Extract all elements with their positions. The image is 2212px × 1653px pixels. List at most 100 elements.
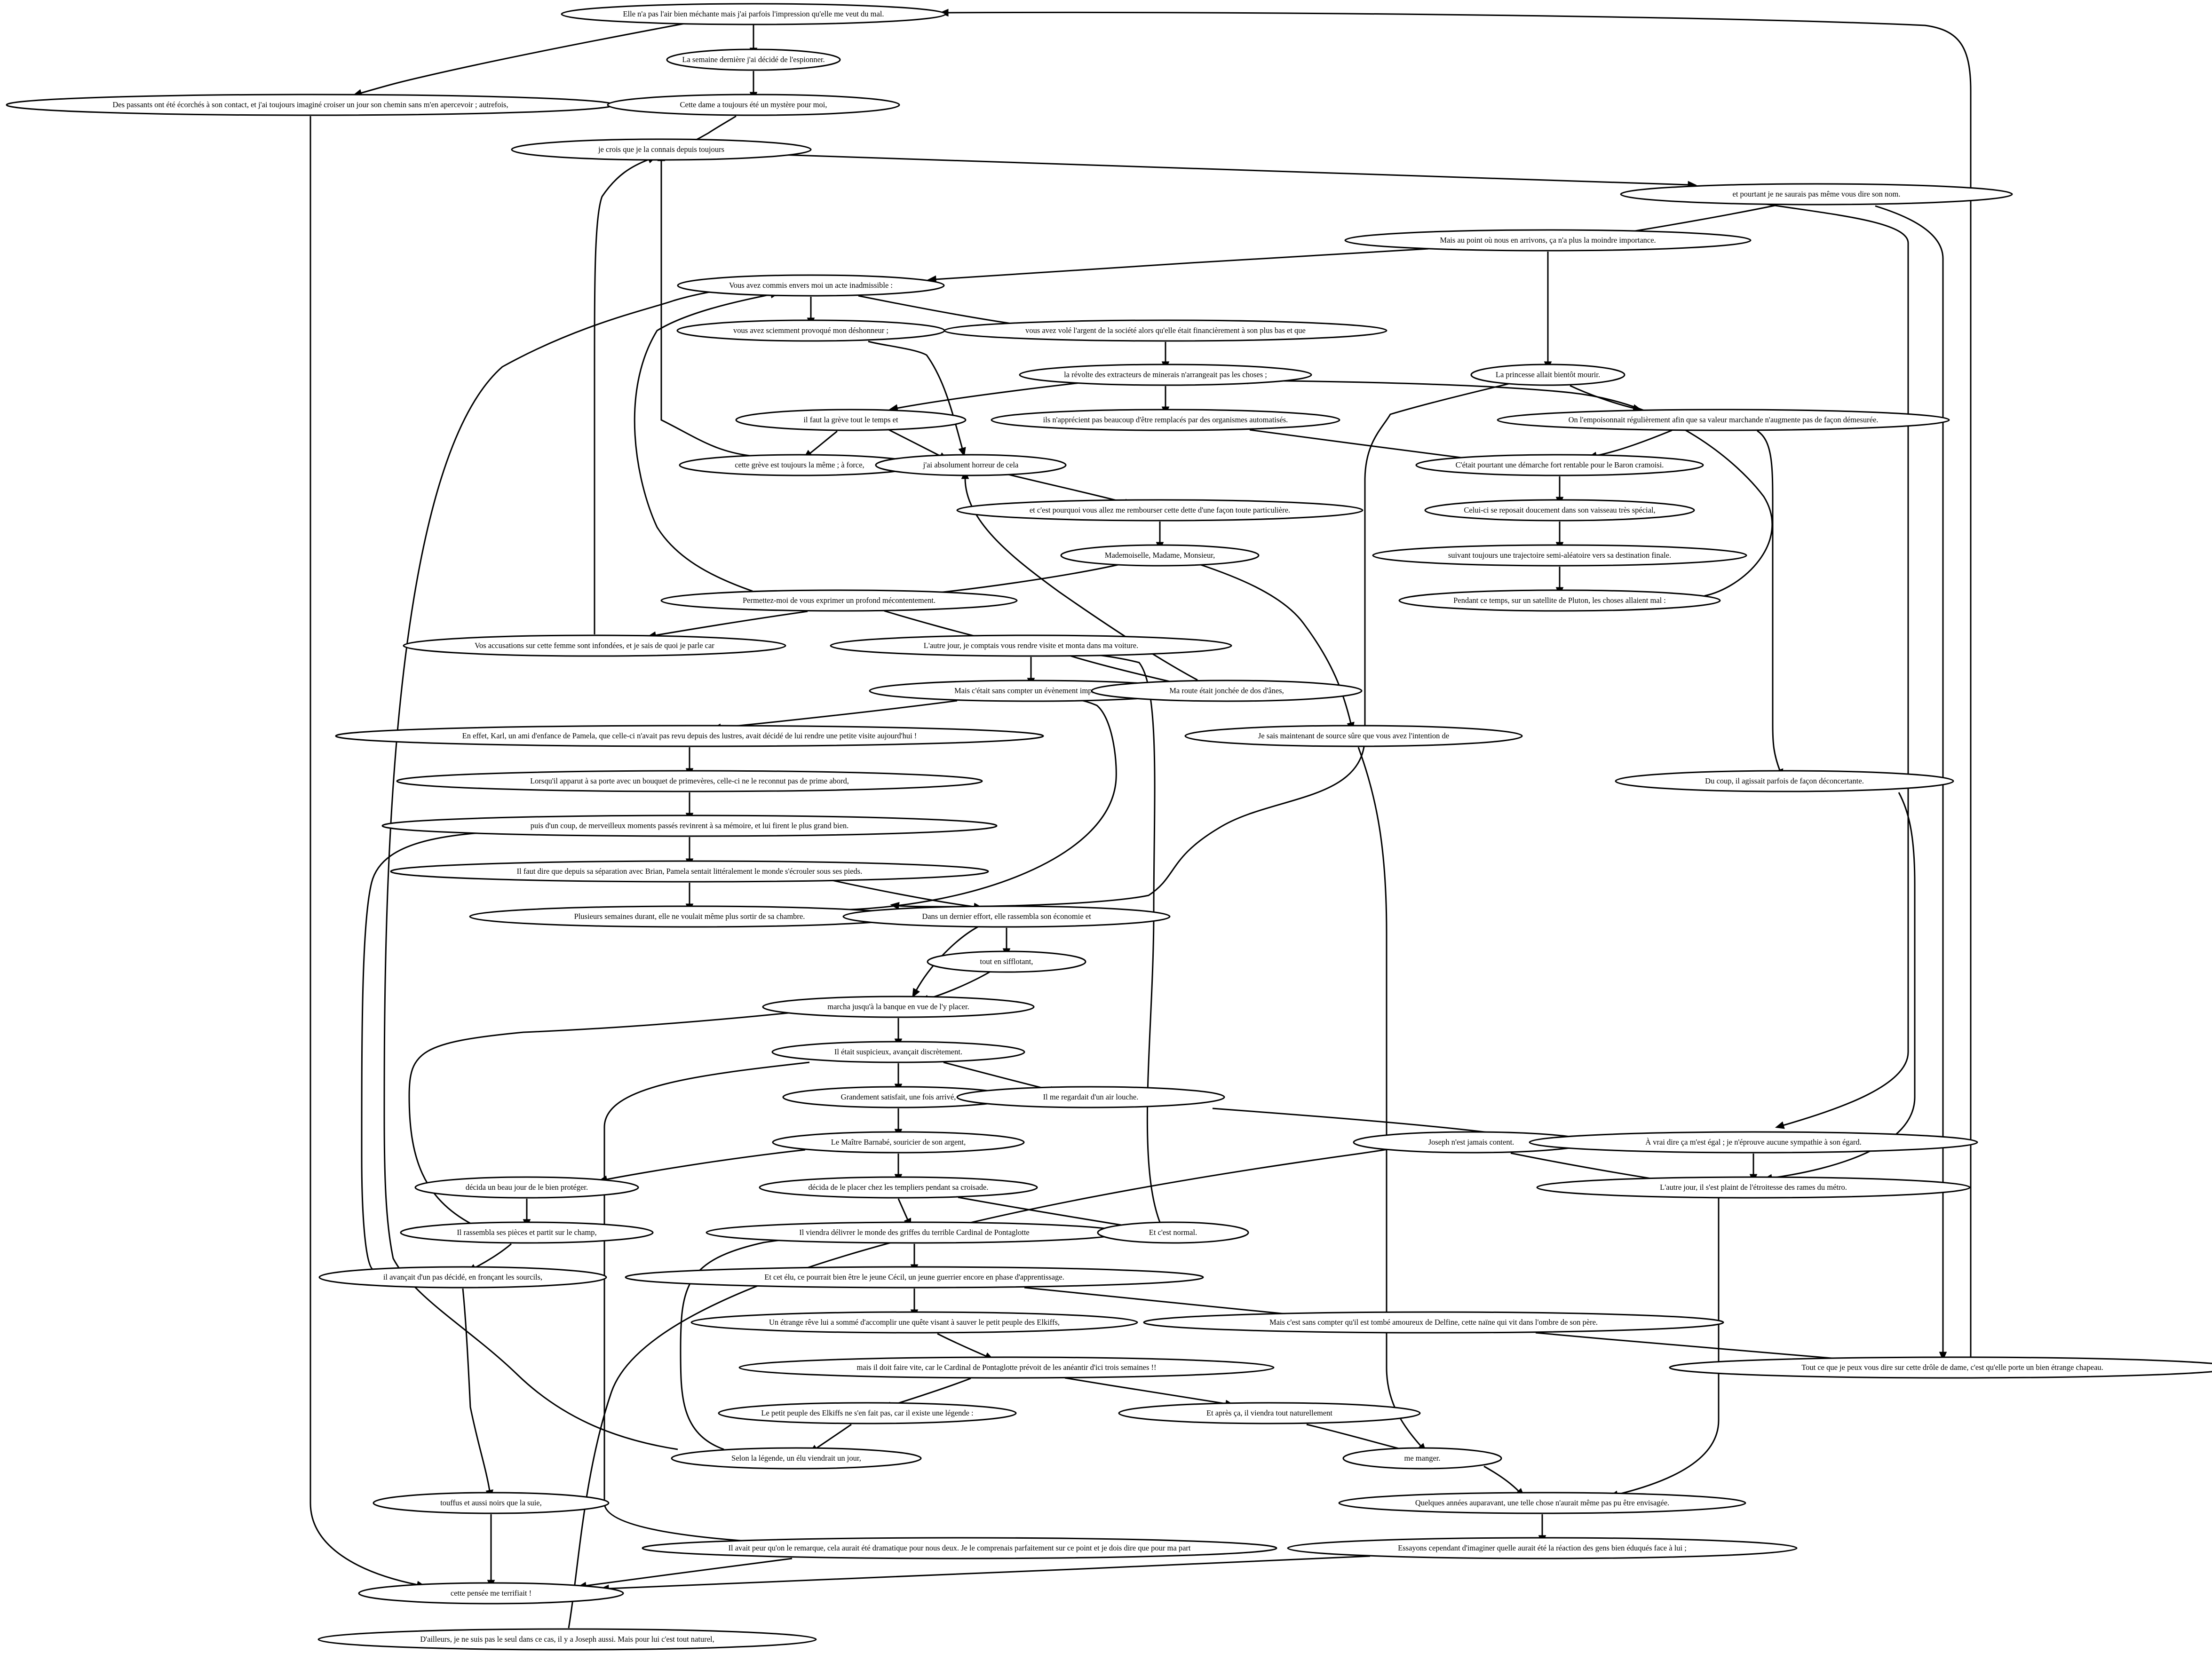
node-label: et pourtant je ne saurais pas même vous … (1733, 190, 1901, 198)
node-ellipse (1287, 1537, 1798, 1559)
edge-line (897, 1198, 909, 1220)
node-label: Pendant ce temps, sur un satellite de Pl… (1453, 596, 1666, 605)
node-ellipse (956, 499, 1364, 522)
edge-line (360, 23, 685, 94)
node-label: L'autre jour, je comptais vous rendre vi… (924, 641, 1138, 650)
node-n33: puis d'un coup, de merveilleux moments p… (381, 815, 998, 837)
edge-line (1064, 1377, 1227, 1405)
node-n3: Des passants ont été écorchés à son cont… (6, 94, 615, 116)
node-n65: cette pensée me terrifiait ! (358, 1582, 624, 1605)
node-n50: Et c'est normal. (1097, 1221, 1249, 1244)
node-label: Mais c'est sans compter qu'il est tombé … (1269, 1318, 1598, 1327)
node-label: Vous avez commis envers moi un acte inad… (729, 281, 893, 290)
node-n40: Grandement satisfait, une fois arrivé, (782, 1086, 1015, 1108)
edge-line (1595, 429, 1673, 457)
edge-line (634, 293, 772, 592)
node-n59: Selon la légende, un élu viendrait un jo… (671, 1447, 922, 1470)
edge-line (1510, 1152, 1669, 1182)
edge-line (690, 115, 737, 143)
node-n61: touffus et aussi noirs que la suie, (373, 1492, 610, 1514)
node-label: j'ai absolument horreur de cela (923, 460, 1019, 469)
edge-n7-to-n12 (1544, 252, 1552, 371)
node-ellipse (1342, 1447, 1502, 1470)
node-ellipse (335, 725, 1044, 747)
node-ellipse (403, 634, 786, 657)
nodes-layer: Elle n'a pas l'air bien méchante mais j'… (6, 3, 2212, 1651)
edge-line (1008, 474, 1126, 504)
edge-n53-to-n56 (937, 1333, 994, 1360)
node-n41: Il me regardait d'un air louche. (956, 1086, 1225, 1108)
node-n57: Le petit peuple des Elkiffs ne s'en fait… (718, 1402, 1017, 1424)
node-label: il faut la grève tout le temps et (803, 415, 898, 424)
edge-line (916, 564, 1118, 596)
node-n36: Dans un dernier effort, elle rassembla s… (842, 905, 1171, 928)
node-n25: Vos accusations sur cette femme sont inf… (403, 634, 786, 657)
node-label: On l'empoisonnait régulièrement afin que… (1569, 415, 1879, 424)
node-ellipse (1338, 1492, 1746, 1514)
node-label: Cette dame a toujours été un mystère pou… (680, 100, 827, 109)
node-ellipse (690, 1311, 1138, 1334)
arrowhead-icon (912, 988, 920, 998)
edge-line (1614, 205, 1776, 235)
node-ellipse (1143, 1311, 1724, 1334)
node-n37: tout en sifflotant, (927, 950, 1086, 973)
node-ellipse (1060, 544, 1260, 567)
node-label: mais il doit faire vite, car le Cardinal… (856, 1363, 1156, 1372)
edge-n11-to-n13 (888, 381, 1085, 412)
arrowhead-icon (1939, 1352, 1947, 1361)
edge-line (660, 160, 750, 457)
node-n44: À vrai dire ça m'est égal ; je n'éprouve… (1529, 1131, 1978, 1154)
node-n56: mais il doit faire vite, car le Cardinal… (738, 1356, 1275, 1379)
node-n10: vous avez volé l'argent de la société al… (943, 319, 1387, 342)
node-ellipse (607, 94, 900, 116)
node-n7: Mais au point où nous en arrivons, ça n'… (1344, 229, 1752, 252)
node-label: Le petit peuple des Elkiffs ne s'en fait… (761, 1408, 973, 1417)
edge-n42-to-n45 (598, 1149, 806, 1183)
edge-n6-to-n44 (1765, 203, 1909, 1129)
node-n64: Essayons cependant d'imaginer quelle aur… (1287, 1537, 1798, 1559)
node-label: suivant toujours une trajectoire semi-al… (1448, 551, 1671, 560)
node-n45: décida un beau jour de le bien protéger. (414, 1176, 639, 1199)
node-ellipse (396, 770, 983, 792)
edge-line (896, 381, 1085, 409)
node-label: En effet, Karl, un ami d'enfance de Pame… (462, 731, 917, 740)
arrowhead-icon (1775, 1121, 1785, 1129)
node-label: Du coup, il agissait parfois de façon dé… (1705, 776, 1864, 785)
edge-n61-to-n65 (487, 1514, 495, 1589)
node-ellipse (718, 1402, 1017, 1424)
node-ellipse (1372, 544, 1747, 567)
node-n11: la révolte des extracteurs de minerais n… (1019, 364, 1312, 386)
node-ellipse (1620, 183, 2013, 206)
node-label: me manger. (1404, 1454, 1441, 1463)
edge-line (361, 829, 559, 1271)
node-n24: Permettez-moi de vous exprimer un profon… (660, 589, 1018, 612)
node-ellipse (927, 950, 1086, 973)
node-label: il avançait d'un pas décidé, en fronçant… (383, 1273, 542, 1281)
node-ellipse (414, 1176, 639, 1199)
node-ellipse (943, 319, 1387, 342)
node-ellipse (511, 138, 812, 161)
node-n30: En effet, Karl, un ami d'enfance de Pame… (335, 725, 1044, 747)
node-label: C'était pourtant une démarche fort renta… (1456, 460, 1664, 469)
edge-n60-to-n62 (1483, 1465, 1525, 1497)
node-label: Grandement satisfait, une fois arrivé, (841, 1092, 956, 1101)
node-label: et c'est pourquoi vous allez me rembours… (1030, 506, 1290, 514)
node-ellipse (735, 409, 967, 431)
node-label: D'ailleurs, je ne suis pas le seul dans … (420, 1635, 714, 1644)
node-ellipse (772, 1131, 1025, 1154)
node-label: Lorsqu'il apparut à sa porte avec un bou… (530, 776, 849, 785)
edge-line (809, 430, 838, 454)
edge-line (462, 1288, 491, 1491)
node-n53: Un étrange rêve lui a sommé d'accomplir … (690, 1311, 1138, 1334)
edge-n36-to-n38 (912, 926, 978, 998)
node-ellipse (317, 1628, 817, 1651)
edge-n51-to-n33 (361, 826, 567, 1271)
node-n66: D'ailleurs, je ne suis pas le seul dans … (317, 1628, 817, 1651)
node-ellipse (1118, 1402, 1421, 1424)
node-ellipse (762, 996, 1035, 1018)
node-n42: Le Maître Barnabé, souricier de son arge… (772, 1131, 1025, 1154)
node-ellipse (381, 815, 998, 837)
edge-line (898, 383, 1509, 908)
edge-line (935, 248, 1429, 280)
